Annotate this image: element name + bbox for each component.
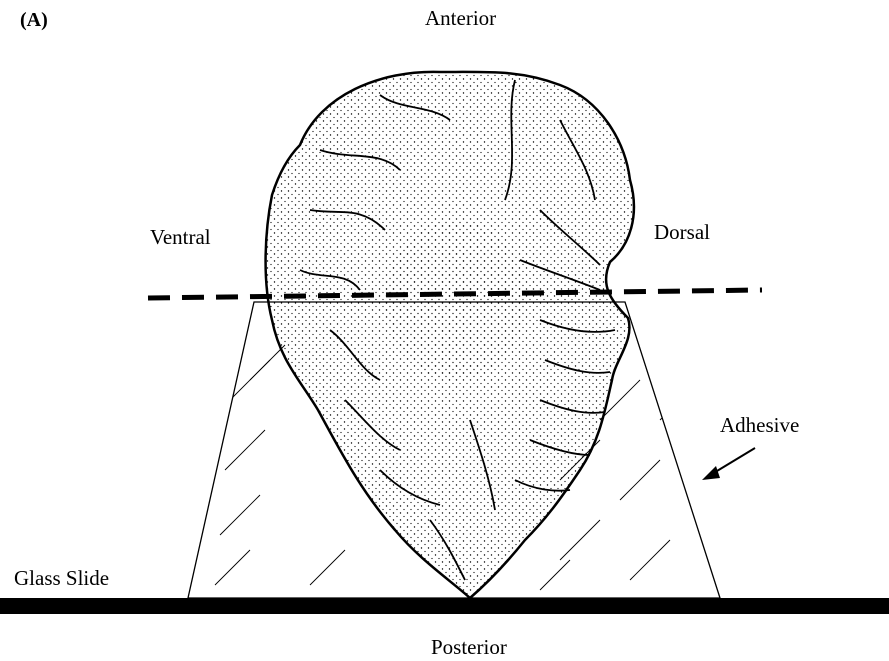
adhesive-arrow bbox=[702, 448, 755, 480]
brain-illustration bbox=[266, 72, 634, 598]
glass-slide-bar bbox=[0, 598, 889, 614]
dorsal-label: Dorsal bbox=[654, 222, 710, 243]
anterior-label: Anterior bbox=[425, 8, 496, 29]
ventral-label: Ventral bbox=[150, 227, 211, 248]
posterior-label: Posterior bbox=[431, 637, 507, 658]
panel-label: (A) bbox=[20, 10, 48, 30]
glass-slide-label: Glass Slide bbox=[14, 568, 109, 589]
adhesive-label: Adhesive bbox=[720, 415, 799, 436]
